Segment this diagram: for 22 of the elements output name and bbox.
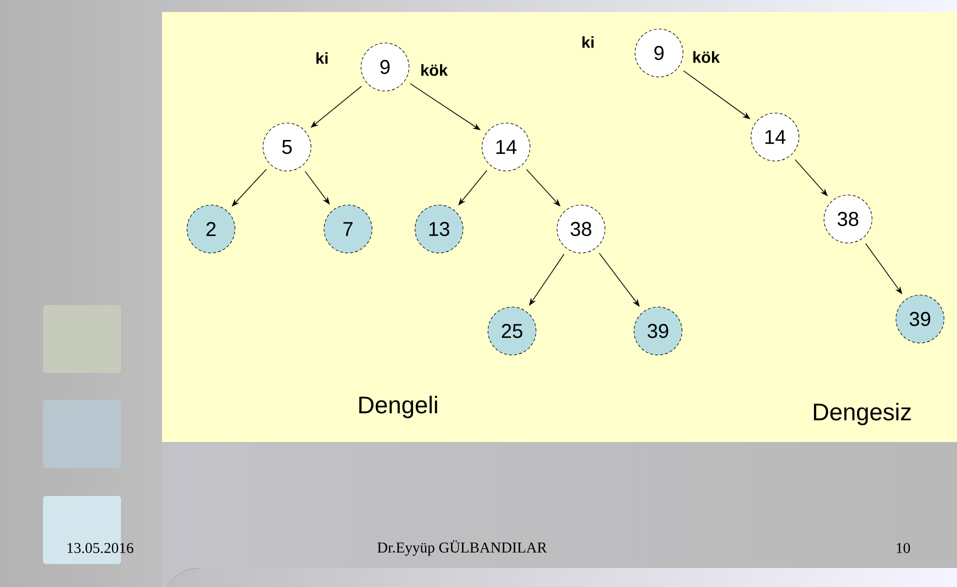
tree-node: 7 [324, 204, 372, 254]
tree-node: 14 [750, 112, 800, 162]
footer-text: Dr.Eyyüp GÜLBANDILAR [377, 540, 547, 556]
node-annotation: ki [582, 36, 594, 48]
tree-node: 9 [634, 28, 684, 78]
tree-caption: Dengeli [359, 396, 438, 418]
node-annotation: kök [421, 64, 448, 76]
tree-node: 2 [186, 204, 236, 254]
footer-text: 13.05.2016 [68, 542, 134, 554]
tree-node: 39 [896, 294, 944, 344]
node-annotation: kök [693, 51, 720, 63]
tree-node: 9 [360, 42, 410, 92]
tree-node: 25 [488, 306, 536, 356]
tree-caption: Dengesiz [814, 402, 911, 426]
node-annotation: ki [316, 52, 328, 64]
footer-text: 10 [896, 542, 910, 554]
tree-node: 5 [262, 122, 312, 172]
tree-node: 13 [414, 204, 464, 254]
tree-node: 39 [634, 306, 682, 356]
tree-node: 38 [556, 204, 606, 254]
tree-node: 14 [482, 122, 530, 172]
tree-node: 38 [824, 194, 872, 244]
